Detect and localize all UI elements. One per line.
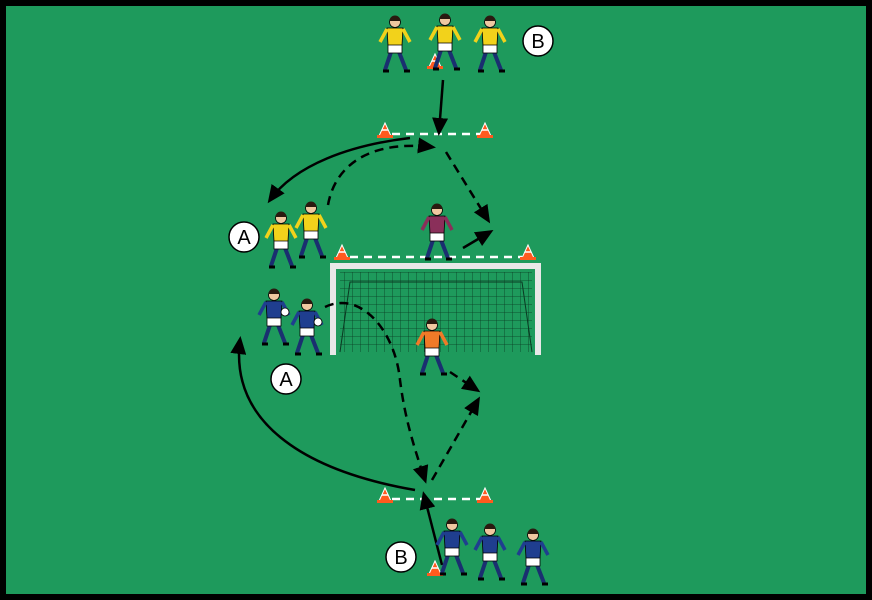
attacker-yellow-player-icon (428, 13, 462, 71)
cone-icon (334, 243, 350, 260)
cone-icon (520, 243, 536, 260)
label-a-blue: A (270, 363, 302, 395)
cone-icon (377, 121, 393, 138)
movement-arrows (230, 79, 494, 566)
label-text: B (394, 547, 407, 569)
cone-icon (477, 486, 493, 503)
attacker-yellow-player-icon (473, 15, 507, 73)
label-b-top: B (522, 25, 554, 57)
pass-arrow (430, 396, 480, 481)
label-text: B (531, 31, 544, 53)
players (257, 13, 550, 586)
attacker-blue-player-icon (257, 288, 291, 346)
run-arrow (230, 336, 416, 492)
run-arrow (432, 79, 449, 136)
attacker-blue-player-icon (435, 518, 469, 576)
defender-player-icon (420, 203, 454, 261)
ball-icon (313, 317, 323, 327)
label-text: A (279, 369, 293, 391)
run-arrow (419, 491, 444, 566)
pass-arrow (324, 301, 429, 484)
ball-icon (280, 307, 290, 317)
label-b-bottom: B (385, 541, 417, 573)
pass-arrow (444, 151, 491, 224)
attacker-blue-player-icon (473, 523, 507, 581)
attacker-blue-player-icon (516, 528, 550, 586)
cone-icon (427, 559, 443, 576)
label-a-yellow: A (228, 221, 260, 253)
cone-icon (377, 486, 393, 503)
attacker-yellow-player-icon (378, 15, 412, 73)
cone-icon (477, 121, 493, 138)
run-arrow (462, 229, 494, 250)
run-arrow (267, 136, 411, 204)
attacker-yellow-player-icon (264, 211, 298, 269)
pass-arrow (326, 137, 436, 206)
attacker-blue-player-icon (290, 298, 324, 356)
goal (330, 263, 541, 355)
attacker-yellow-player-icon (294, 201, 328, 259)
label-text: A (237, 227, 251, 249)
keeper-arrow (449, 370, 481, 393)
goalkeeper-player-icon (415, 318, 449, 376)
